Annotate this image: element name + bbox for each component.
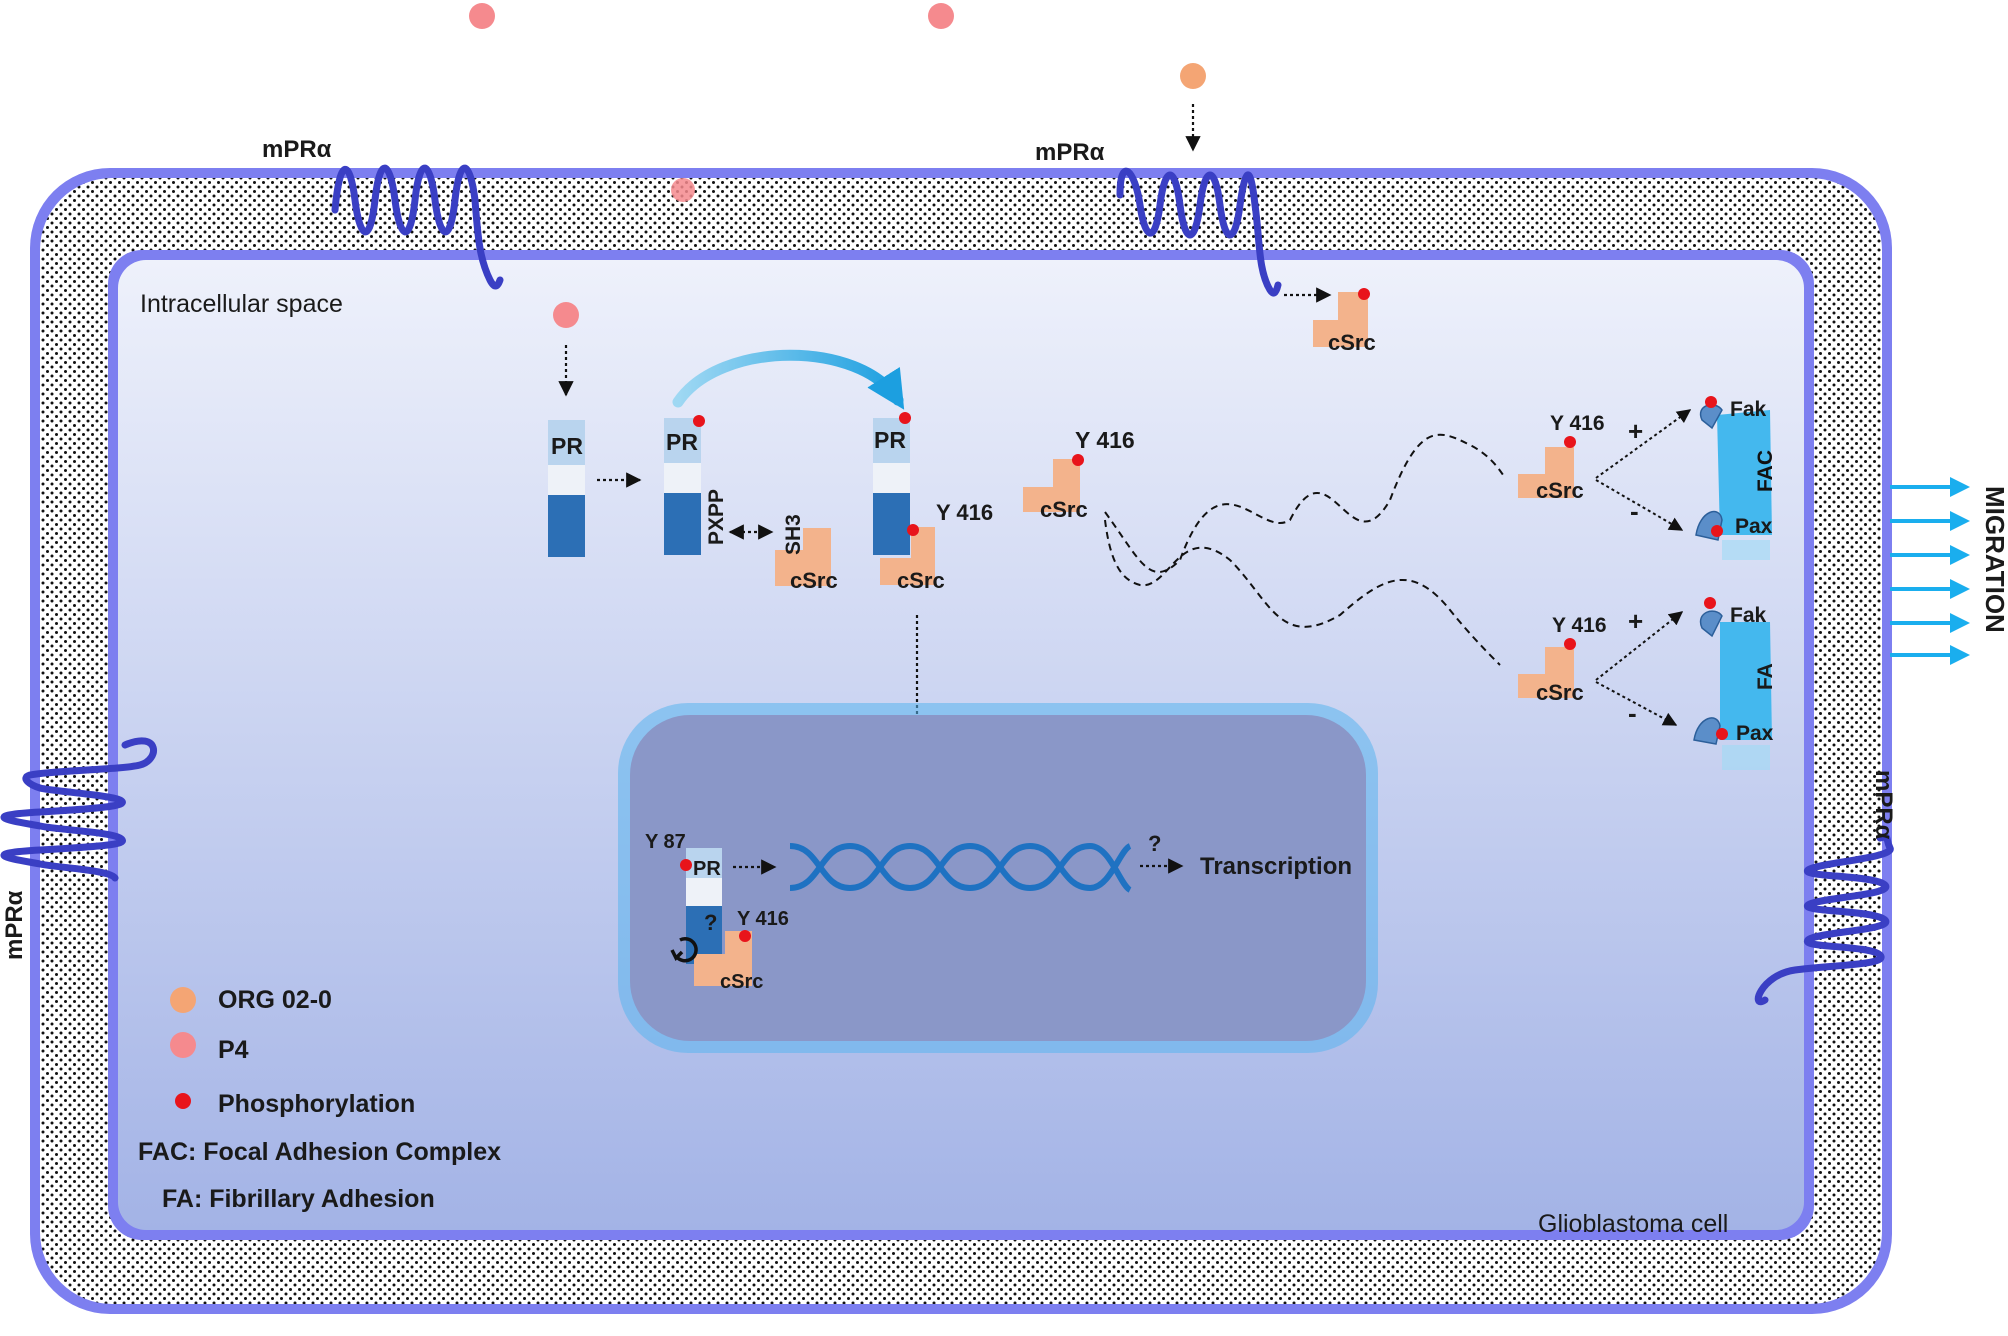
mpr-label-top-mid: mPRα xyxy=(1035,139,1105,166)
phosphorylation-dot xyxy=(907,524,919,536)
mpr-receptor-top-mid xyxy=(1116,167,1282,297)
plus-sign: + xyxy=(1628,606,1643,636)
mpr-receptor-top-left xyxy=(331,164,504,290)
legend-phos: Phosphorylation xyxy=(218,1090,415,1118)
pr-label: PR xyxy=(666,429,698,455)
y87-label: Y 87 xyxy=(645,831,686,853)
csrc-label: cSrc xyxy=(720,971,763,993)
org-ligand xyxy=(1180,63,1206,89)
fak-label: Fak xyxy=(1730,604,1767,627)
dotted-arrow xyxy=(1595,611,1684,681)
dotted-arrow xyxy=(1595,409,1692,479)
mpr-receptor-right xyxy=(1754,833,1894,1006)
mpr-receptor-left xyxy=(0,737,157,882)
fac-label: FAC xyxy=(1754,450,1777,492)
focal-adhesion-complex: FAC Fak Pax xyxy=(1695,396,1777,560)
legend-phos-swatch xyxy=(175,1093,191,1109)
phosphorylation-dot xyxy=(1704,597,1716,609)
pr-label: PR xyxy=(874,427,906,453)
csrc-kinase xyxy=(694,931,752,986)
csrc-kinase xyxy=(880,527,935,585)
dna-helix xyxy=(789,842,1132,893)
legend-p4: P4 xyxy=(218,1036,249,1064)
fak-protein xyxy=(1699,610,1723,638)
csrc-label: cSrc xyxy=(1536,478,1584,503)
phosphorylation-dot xyxy=(1072,454,1084,466)
phosphorylation-dot xyxy=(1564,436,1576,448)
legend-org: ORG 02-0 xyxy=(218,986,332,1014)
p4-ligand xyxy=(553,302,579,328)
pax-protein xyxy=(1693,717,1721,745)
question-mark: ? xyxy=(1148,831,1161,856)
csrc-label: cSrc xyxy=(1536,680,1584,705)
pr-csrc-complex: PR Y 416 cSrc xyxy=(873,412,993,593)
y416-label: Y 416 xyxy=(936,500,993,525)
mpr-label-top-left: mPRα xyxy=(262,136,332,163)
phosphorylation-dot xyxy=(1716,728,1728,740)
minus-sign: - xyxy=(1630,496,1639,526)
pr-label: PR xyxy=(693,858,721,880)
fibrillary-adhesion: FA Fak Pax xyxy=(1693,597,1777,770)
csrc-label: cSrc xyxy=(790,568,838,593)
phosphorylation-dot xyxy=(1564,638,1576,650)
dotted-arrow xyxy=(1595,479,1684,531)
mpr-label-left: mPRα xyxy=(1,890,28,960)
mpr-label-right: mPRα xyxy=(1870,770,1897,840)
csrc-kinase xyxy=(1313,292,1368,347)
csrc-sh3-complex: SH3 cSrc xyxy=(775,514,838,593)
pax-label: Pax xyxy=(1735,515,1773,538)
p4-ligand xyxy=(469,3,495,29)
legend-org-swatch xyxy=(170,987,196,1013)
csrc-label: cSrc xyxy=(1328,330,1376,355)
legend-fac: FAC: Focal Adhesion Complex xyxy=(138,1138,501,1166)
plus-sign: + xyxy=(1628,416,1643,446)
csrc-label: cSrc xyxy=(1040,497,1088,522)
active-csrc: Y 416 cSrc xyxy=(1023,427,1135,522)
question-mark: ? xyxy=(704,910,717,935)
p4-ligand-membrane xyxy=(671,178,695,202)
phosphorylation-dot xyxy=(739,930,751,942)
migration-arrows xyxy=(1890,477,1970,665)
y416-label: Y 416 xyxy=(1550,412,1605,435)
migration-label: MIGRATION xyxy=(1980,486,2008,633)
pr-receptor-unbound: PR xyxy=(548,420,585,557)
legend-p4-swatch xyxy=(170,1032,196,1058)
cycle-icon xyxy=(670,937,698,963)
activation-curve-arrow xyxy=(672,349,905,410)
p4-ligand xyxy=(928,3,954,29)
pxpp-label: PXPP xyxy=(705,489,728,545)
legend: ORG 02-0 P4 Phosphorylation FAC: Focal A… xyxy=(138,986,501,1213)
sh3-label: SH3 xyxy=(782,514,805,555)
legend-fa: FA: Fibrillary Adhesion xyxy=(162,1185,435,1213)
phosphorylation-dot xyxy=(680,859,692,871)
nuclear-pr-complex: Y 87 PR Y 416 cSrc ? xyxy=(645,831,789,993)
intracellular-label: Intracellular space xyxy=(140,290,343,318)
phosphorylation-dot xyxy=(1358,288,1370,300)
transcription-label: Transcription xyxy=(1200,853,1352,880)
pr-receptor-bound: PR PXPP xyxy=(664,415,728,555)
signal-path-to-fac xyxy=(1104,433,1506,573)
minus-sign: - xyxy=(1628,698,1637,728)
csrc-label: cSrc xyxy=(897,568,945,593)
pax-label: Pax xyxy=(1736,722,1774,745)
phosphorylation-dot xyxy=(693,415,705,427)
signal-path-to-fa xyxy=(1104,519,1501,666)
phosphorylation-dot xyxy=(1711,525,1723,537)
phosphorylation-dot xyxy=(899,412,911,424)
cell-type-label: Glioblastoma cell xyxy=(1538,1210,1728,1238)
y416-label: Y 416 xyxy=(737,908,789,930)
fa-label: FA xyxy=(1754,663,1777,690)
csrc-fa: Y 416 cSrc + - xyxy=(1518,606,1684,728)
pr-label: PR xyxy=(551,433,583,459)
csrc-fac: Y 416 cSrc + - xyxy=(1518,409,1692,531)
nucleus xyxy=(630,715,1366,1041)
phosphorylation-dot xyxy=(1705,396,1717,408)
y416-label: Y 416 xyxy=(1075,427,1135,453)
fak-label: Fak xyxy=(1730,398,1767,421)
y416-label: Y 416 xyxy=(1552,614,1607,637)
